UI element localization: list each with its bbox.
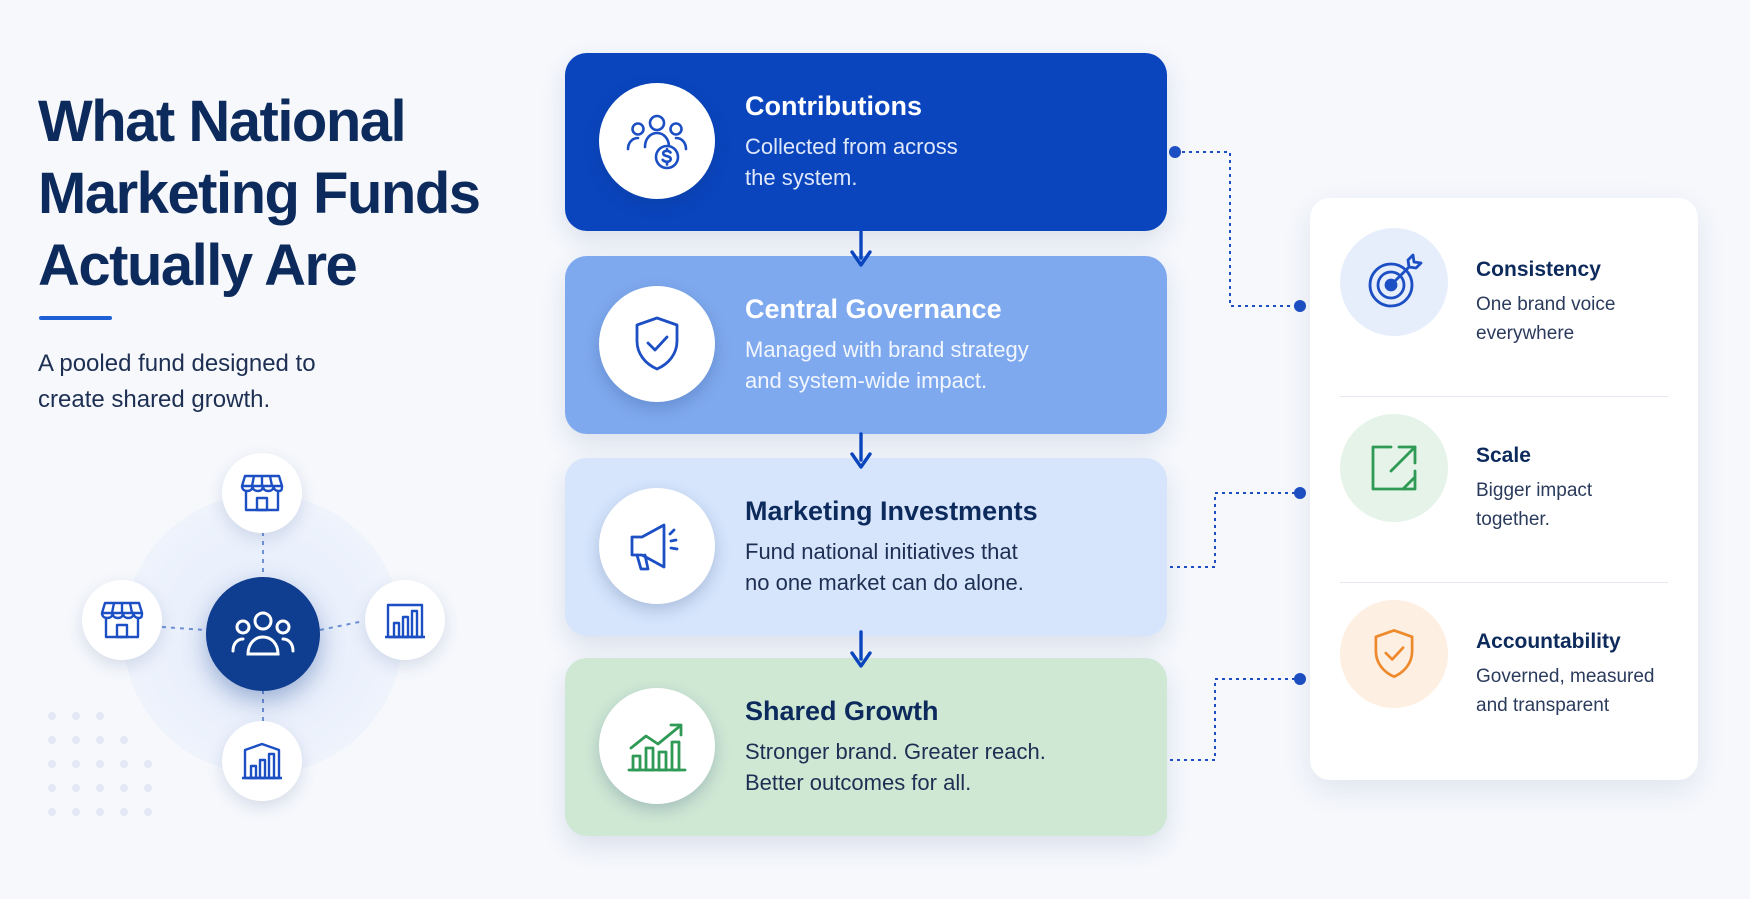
benefit-scale: Scale Bigger impact together. (1310, 384, 1698, 534)
title-underline (39, 316, 112, 320)
stage-description-line: and system-wide impact. (745, 368, 988, 393)
page-subtitle: A pooled fund designed to create shared … (38, 346, 398, 418)
benefit-consistency: Consistency One brand voice everywhere (1310, 198, 1698, 348)
stage-icon-badge (599, 83, 715, 199)
stage-contributions: Contributions Collected from across the … (565, 53, 1167, 231)
satellite-bottom (222, 721, 302, 801)
hub-center (206, 577, 320, 691)
stage-icon-badge (599, 286, 715, 402)
page-title: What National Marketing Funds Actually A… (38, 86, 498, 302)
stage-shared-growth: Shared Growth Stronger brand. Greater re… (565, 658, 1167, 836)
stage-description-line: Managed with brand strategy (745, 337, 1029, 362)
benefit-icon-badge (1340, 228, 1448, 336)
subtitle-line: A pooled fund designed to (38, 350, 316, 377)
benefit-icon-badge (1340, 600, 1448, 708)
benefit-description-line: everywhere (1476, 323, 1575, 344)
building-chart-icon (385, 603, 425, 639)
benefit-description-line: One brand voice (1476, 294, 1616, 315)
stage-description: Managed with brand strategy and system-w… (745, 334, 1125, 396)
people-group-icon (231, 611, 295, 656)
megaphone-icon (630, 523, 679, 571)
stage-title: Contributions (745, 91, 922, 121)
benefit-title: Scale (1476, 444, 1531, 467)
stage-title: Shared Growth (745, 696, 939, 726)
stage-description: Stronger brand. Greater reach. Better ou… (745, 736, 1125, 798)
benefit-icon-badge (1340, 414, 1448, 522)
benefit-description: Governed, measured and transparent (1476, 662, 1686, 720)
growth-chart-icon (627, 723, 687, 772)
stage-icon-badge (599, 488, 715, 604)
stage-icon-badge (599, 688, 715, 804)
benefit-connectors (1170, 151, 1300, 761)
stage-description-line: Stronger brand. Greater reach. (745, 739, 1046, 764)
decorative-dot-grid (48, 712, 152, 816)
stage-description-line: no one market can do alone. (745, 570, 1024, 595)
benefits-panel: Consistency One brand voice everywhere S… (1310, 198, 1698, 780)
satellite-top (222, 453, 302, 533)
title-line: Marketing Funds (38, 161, 481, 226)
connector-dots (1169, 146, 1306, 685)
stage-title: Central Governance (745, 294, 1002, 324)
benefit-description-line: Governed, measured (1476, 666, 1655, 687)
benefit-description-line: and transparent (1476, 695, 1610, 716)
stage-description-line: Collected from across (745, 134, 958, 159)
people-dollar-icon (626, 114, 688, 170)
title-line: What National (38, 89, 407, 154)
stage-title: Marketing Investments (745, 496, 1038, 526)
panel-divider (1340, 582, 1668, 583)
stage-central-governance: Central Governance Managed with brand st… (565, 256, 1167, 434)
benefit-title: Accountability (1476, 630, 1621, 653)
shield-check-icon (1374, 629, 1414, 679)
title-line: Actually Are (38, 233, 358, 298)
benefit-description: Bigger impact together. (1476, 476, 1686, 534)
stage-description: Fund national initiatives that no one ma… (745, 536, 1125, 598)
building-chart-icon (242, 742, 282, 780)
stage-description: Collected from across the system. (745, 131, 1125, 193)
satellite-right (365, 580, 445, 660)
benefit-description-line: Bigger impact (1476, 480, 1593, 501)
storefront-icon (240, 474, 284, 512)
stage-description-line: the system. (745, 165, 858, 190)
satellite-left (82, 580, 162, 660)
benefit-description-line: together. (1476, 509, 1550, 530)
benefit-description: One brand voice everywhere (1476, 290, 1686, 348)
stage-description-line: Fund national initiatives that (745, 539, 1018, 564)
stage-description-line: Better outcomes for all. (745, 770, 972, 795)
expand-arrow-icon (1371, 445, 1417, 491)
stage-marketing-investments: Marketing Investments Fund national init… (565, 458, 1167, 636)
subtitle-line: create shared growth. (38, 386, 271, 413)
panel-divider (1340, 396, 1668, 397)
benefit-title: Consistency (1476, 258, 1601, 281)
shield-check-icon (635, 316, 679, 371)
target-icon (1368, 253, 1423, 308)
benefit-accountability: Accountability Governed, measured and tr… (1310, 570, 1698, 720)
storefront-icon (100, 601, 144, 639)
